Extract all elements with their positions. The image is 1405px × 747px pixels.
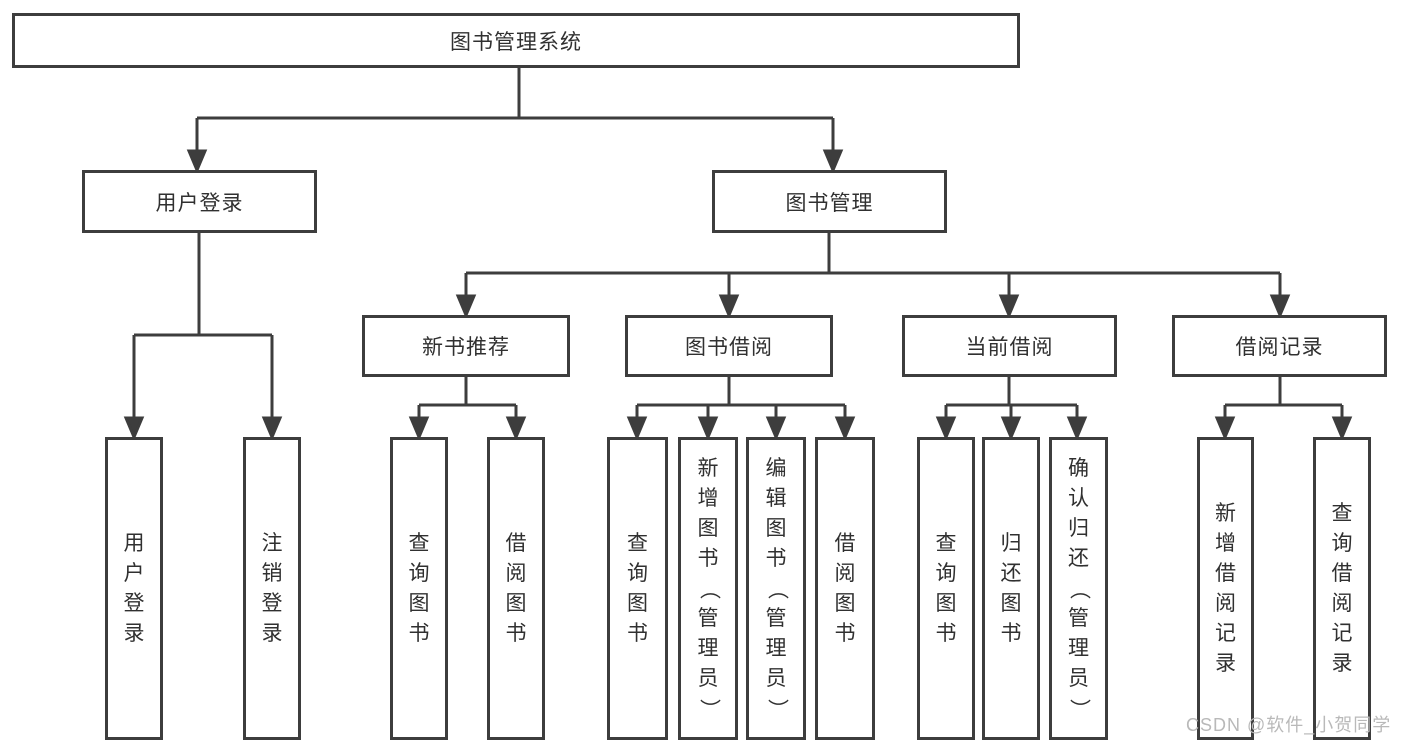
arrowhead-icon bbox=[1331, 416, 1353, 441]
arrowhead-icon bbox=[718, 294, 740, 319]
node-label: 图书借阅 bbox=[685, 336, 773, 359]
arrowhead-icon bbox=[261, 416, 283, 441]
node-current-borrow: 当前借阅 bbox=[902, 315, 1117, 377]
arrowhead-icon bbox=[1214, 416, 1236, 441]
arrowhead-icon bbox=[505, 416, 527, 441]
arrowhead-icon bbox=[834, 416, 856, 441]
leaf-return-books: 归还图书 bbox=[982, 437, 1040, 740]
arrowhead-icon bbox=[935, 416, 957, 441]
arrowhead-icon bbox=[998, 294, 1020, 319]
node-user-login: 用户登录 bbox=[82, 170, 317, 233]
connector-root-to-level2 bbox=[186, 68, 844, 174]
node-label: 确认归还（管理员） bbox=[1067, 456, 1091, 720]
node-label: 查询图书 bbox=[935, 531, 957, 645]
node-book-borrow: 图书借阅 bbox=[625, 315, 833, 377]
leaf-borrow-books-recommend: 借阅图书 bbox=[487, 437, 545, 740]
connector-new-book-branch bbox=[408, 377, 527, 441]
node-label: 注销登录 bbox=[261, 531, 283, 645]
arrowhead-icon bbox=[765, 416, 787, 441]
node-label: 查询借阅记录 bbox=[1331, 501, 1353, 675]
node-label: 查询图书 bbox=[408, 531, 430, 645]
leaf-logout: 注销登录 bbox=[243, 437, 301, 740]
connector-borrow-record-branch bbox=[1214, 377, 1353, 441]
node-label: 新增图书（管理员） bbox=[697, 456, 720, 720]
node-label: 借阅图书 bbox=[505, 531, 527, 645]
arrowhead-icon bbox=[186, 149, 208, 174]
arrowhead-icon bbox=[1269, 294, 1291, 319]
node-label: 图书管理系统 bbox=[450, 30, 582, 54]
arrowhead-icon bbox=[455, 294, 477, 319]
arrowhead-icon bbox=[123, 416, 145, 441]
node-label: 用户登录 bbox=[155, 191, 244, 215]
node-label: 查询图书 bbox=[627, 531, 648, 645]
arrowhead-icon bbox=[626, 416, 648, 441]
arrowhead-icon bbox=[1000, 416, 1022, 441]
leaf-add-books-admin: 新增图书（管理员） bbox=[678, 437, 738, 740]
connector-book-borrow-branch bbox=[626, 377, 856, 441]
node-library-management-system: 图书管理系统 bbox=[12, 13, 1020, 68]
node-book-management: 图书管理 bbox=[712, 170, 947, 233]
node-label: 新书推荐 bbox=[422, 336, 510, 359]
node-label: 编辑图书（管理员） bbox=[765, 456, 788, 720]
node-borrow-records: 借阅记录 bbox=[1172, 315, 1387, 377]
leaf-query-borrow-record: 查询借阅记录 bbox=[1313, 437, 1371, 740]
connector-book-management-branch bbox=[455, 233, 1291, 319]
arrowhead-icon bbox=[408, 416, 430, 441]
leaf-borrow-books: 借阅图书 bbox=[815, 437, 875, 740]
node-label: 图书管理 bbox=[785, 191, 874, 215]
connector-current-borrow-branch bbox=[935, 377, 1088, 441]
node-label: 用户登录 bbox=[123, 531, 145, 645]
node-label: 当前借阅 bbox=[965, 336, 1054, 359]
leaf-query-books-recommend: 查询图书 bbox=[390, 437, 448, 740]
node-label: 新增借阅记录 bbox=[1215, 501, 1236, 675]
arrowhead-icon bbox=[697, 416, 719, 441]
leaf-edit-books-admin: 编辑图书（管理员） bbox=[746, 437, 806, 740]
leaf-query-books-borrow: 查询图书 bbox=[607, 437, 668, 740]
leaf-user-login: 用户登录 bbox=[105, 437, 163, 740]
leaf-add-borrow-record: 新增借阅记录 bbox=[1197, 437, 1254, 740]
leaf-confirm-return-admin: 确认归还（管理员） bbox=[1049, 437, 1108, 740]
csdn-watermark: CSDN @软件_小贺同学 bbox=[1186, 715, 1392, 735]
arrowhead-icon bbox=[1066, 416, 1088, 441]
node-label: 借阅记录 bbox=[1235, 336, 1324, 359]
node-label: 归还图书 bbox=[1000, 531, 1022, 645]
node-label: 借阅图书 bbox=[834, 531, 856, 645]
leaf-query-books-current: 查询图书 bbox=[917, 437, 975, 740]
connector-user-login-branch bbox=[123, 233, 283, 441]
arrowhead-icon bbox=[822, 149, 844, 174]
node-new-book-recommend: 新书推荐 bbox=[362, 315, 570, 377]
